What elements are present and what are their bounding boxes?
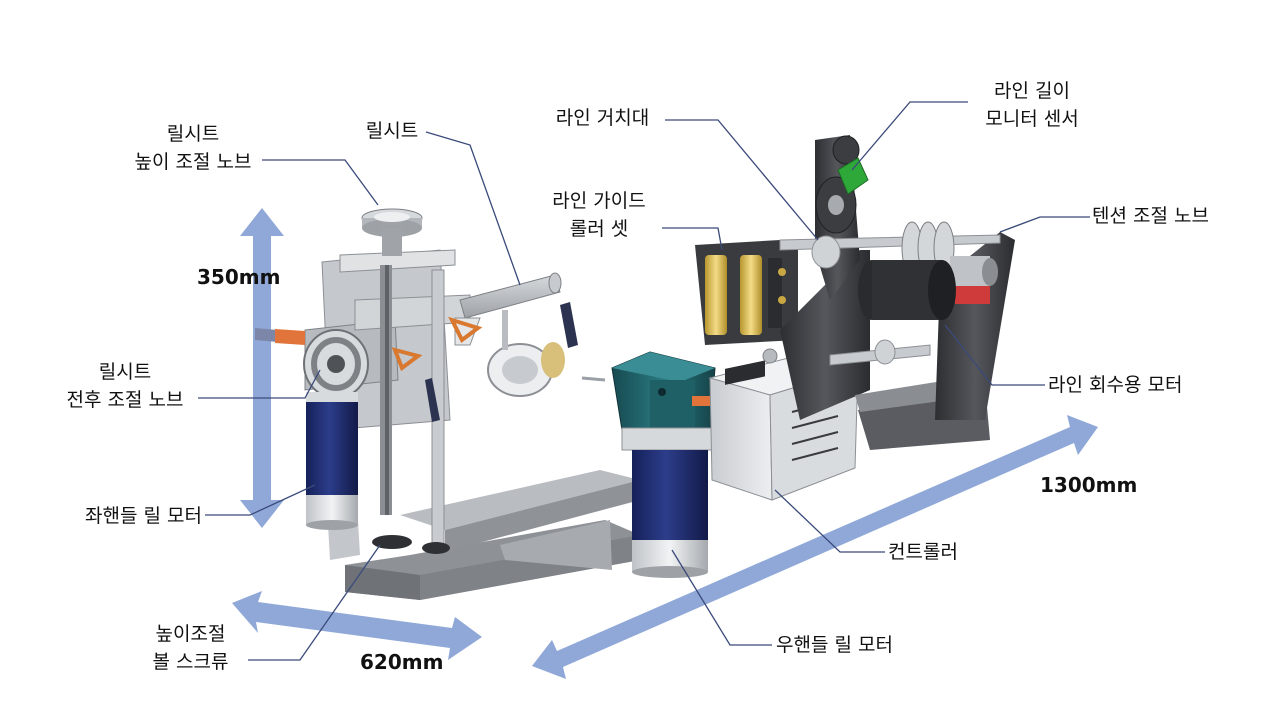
- label-controller: 컨트롤러: [888, 541, 958, 563]
- label-line-recovery-motor: 라인 회수용 모터: [1048, 374, 1183, 396]
- label-left-reel-motor: 좌핸들 릴 모터: [85, 505, 202, 527]
- dimension-length: 1300mm: [1040, 473, 1138, 497]
- length-sensor: [837, 157, 869, 195]
- line-guide-roller: [695, 240, 798, 345]
- label-line-guide-roller: 라인 가이드 롤러 셋: [534, 187, 664, 243]
- label-line-1: 라인 가이드: [552, 190, 646, 212]
- dimension-height: 350mm: [197, 265, 281, 289]
- left-tower: [255, 208, 471, 554]
- length-arrow: [532, 415, 1098, 679]
- label-reel-seat: 릴시트: [365, 120, 419, 142]
- left-reel-motor: [306, 392, 358, 530]
- label-line-2: 전후 조절 노브: [66, 389, 184, 411]
- reel-seat: [391, 272, 606, 422]
- label-line-1: 릴시트: [98, 361, 152, 383]
- label-tension-knob: 텐션 조절 노브: [1092, 205, 1209, 227]
- dimension-width: 620mm: [360, 650, 444, 674]
- label-line-length-sensor: 라인 길이 모니터 센서: [962, 77, 1102, 133]
- leader-lines: [198, 101, 1090, 661]
- height-arrow: [240, 208, 284, 528]
- width-arrow: [232, 591, 482, 660]
- label-line-2: 볼 스크류: [152, 651, 229, 673]
- right-reel-motor: [611, 351, 732, 578]
- label-right-reel-motor: 우핸들 릴 모터: [776, 634, 893, 656]
- label-line-2: 모니터 센서: [985, 108, 1079, 130]
- label-reel-seat-height-knob: 릴시트 높이 조절 노브: [118, 120, 268, 176]
- label-line-1: 라인 길이: [994, 80, 1070, 102]
- label-line-holder: 라인 거치대: [555, 107, 650, 129]
- right-frame: [779, 135, 1015, 450]
- label-line-1: 높이조절: [155, 623, 226, 645]
- label-height-ball-screw: 높이조절 볼 스크류: [133, 620, 248, 676]
- label-line-2: 높이 조절 노브: [134, 151, 252, 173]
- label-reel-seat-front-back-knob: 릴시트 전후 조절 노브: [50, 358, 200, 414]
- label-line-2: 롤러 셋: [569, 218, 629, 240]
- base-frame: [325, 470, 640, 600]
- label-line-1: 릴시트: [166, 123, 220, 145]
